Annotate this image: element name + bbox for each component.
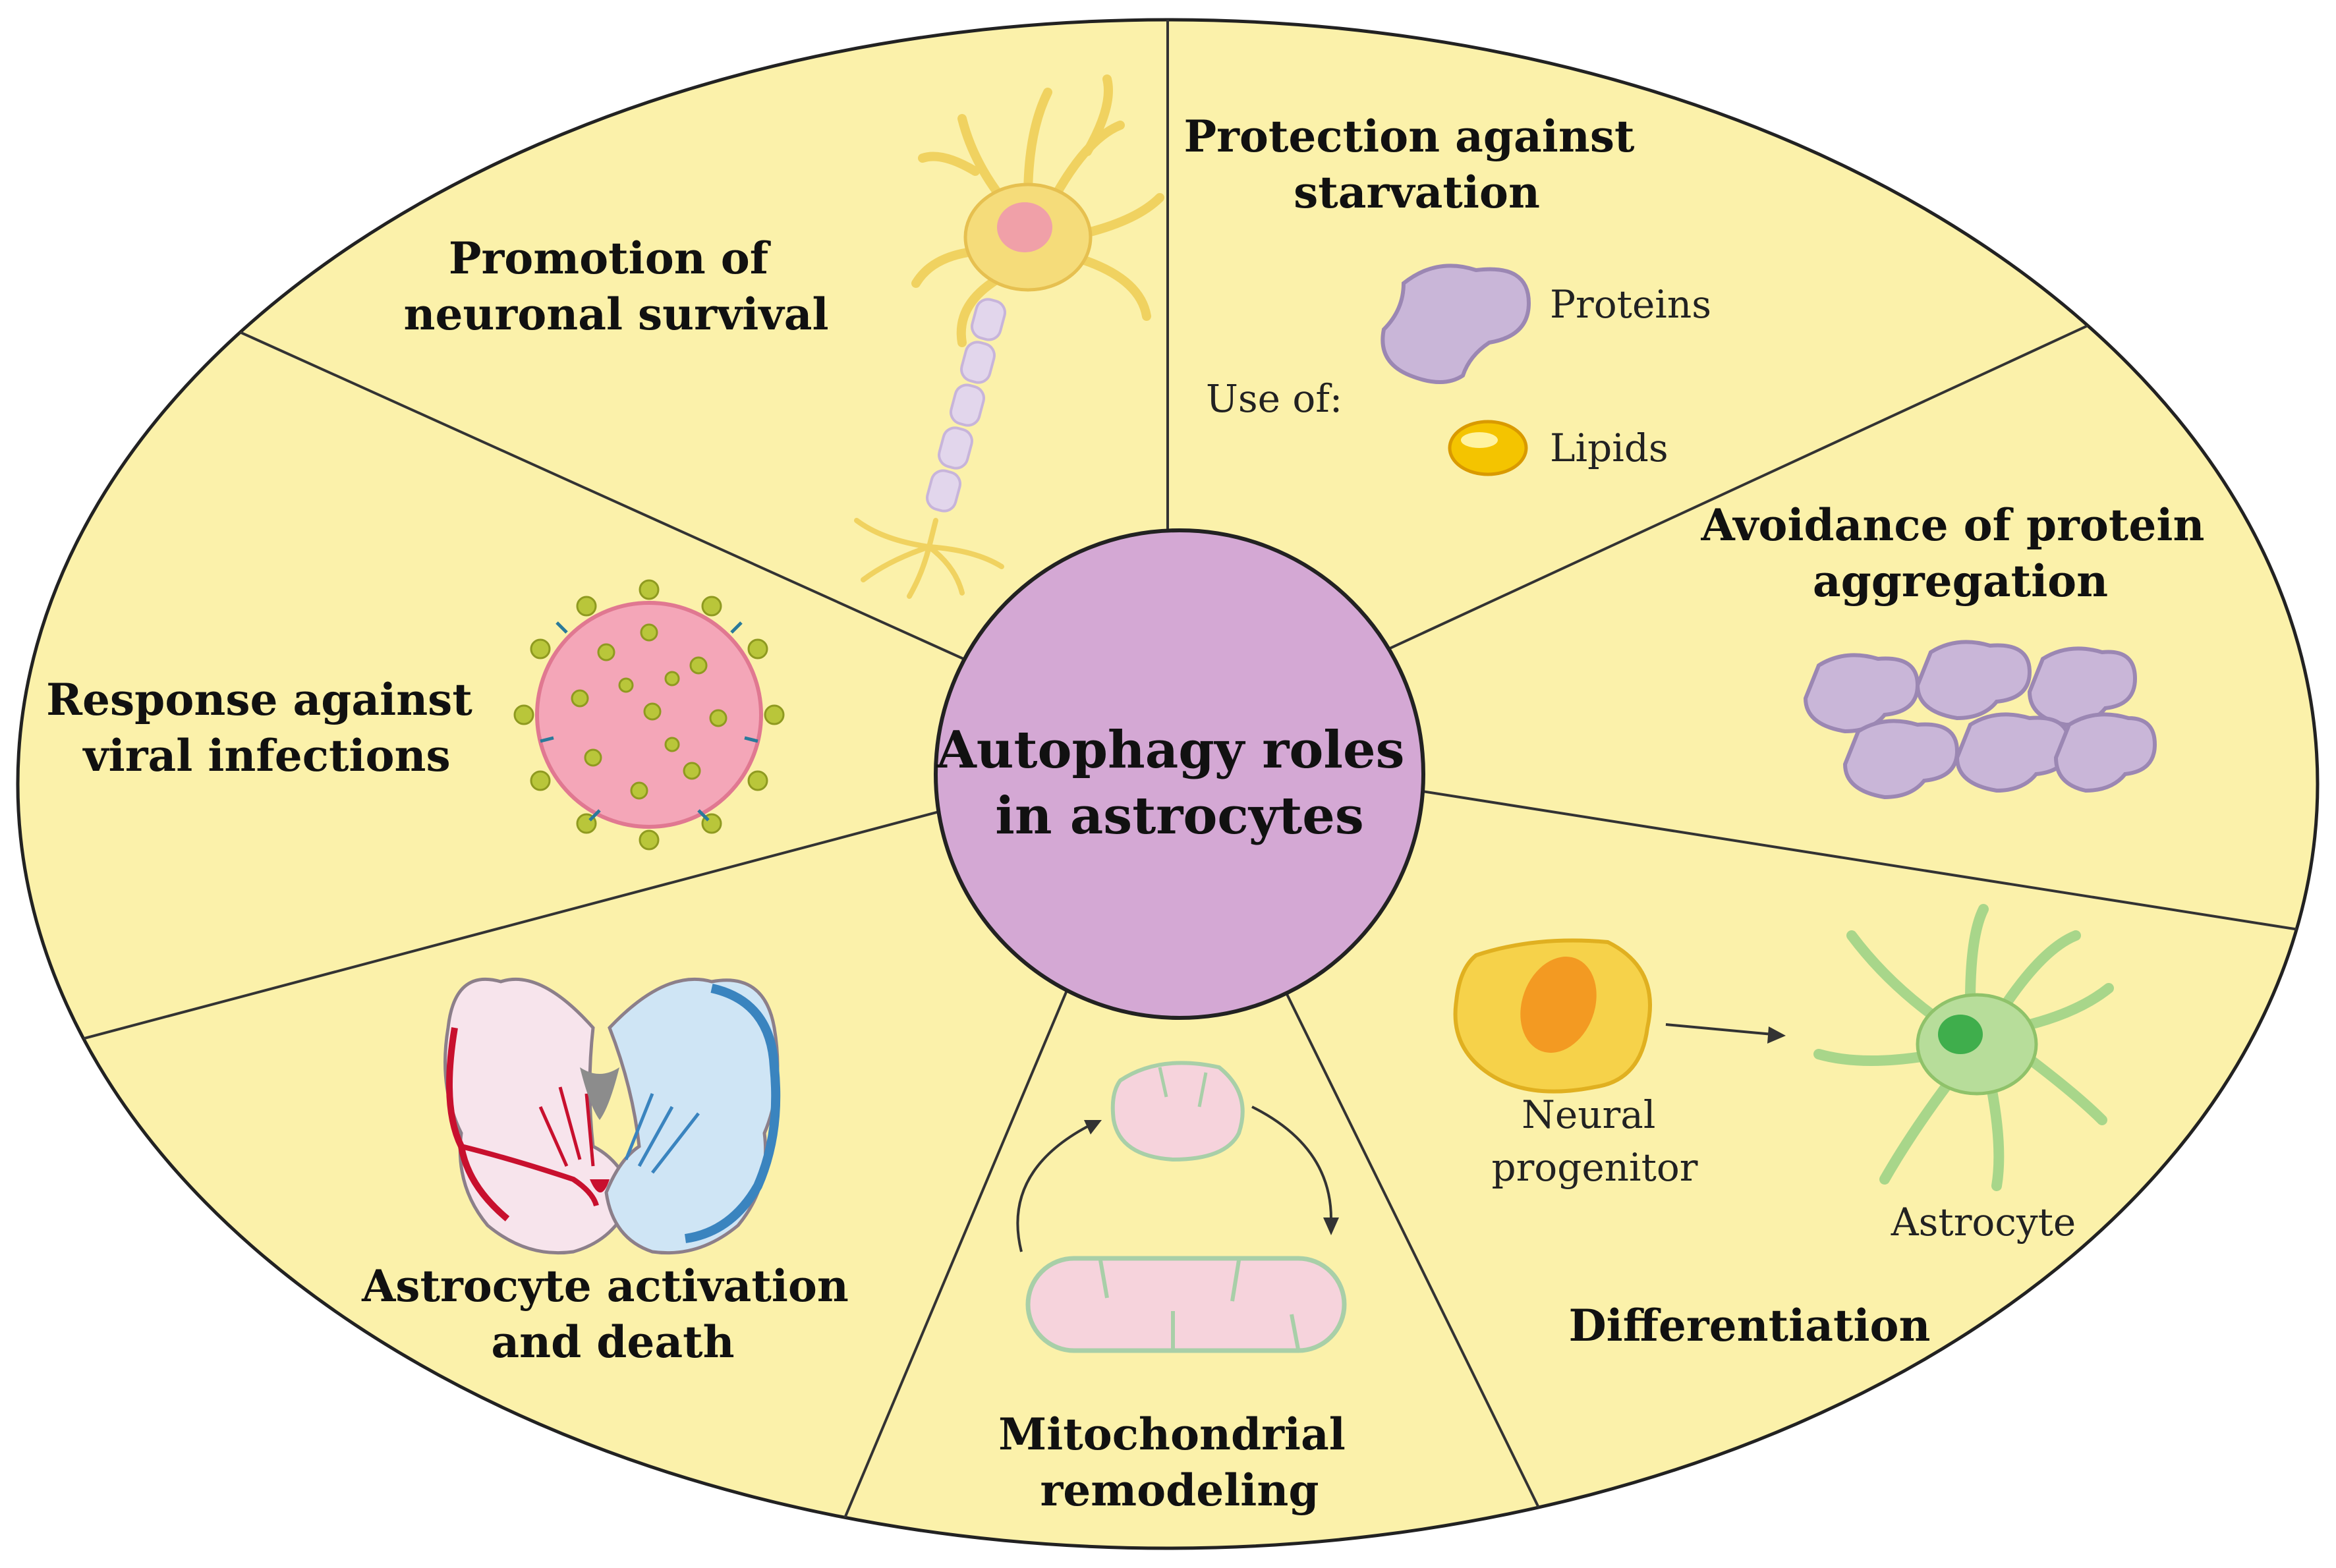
mitochondrion-large-icon	[1025, 1256, 1347, 1353]
astrocyte-icon	[1813, 904, 2114, 1191]
differentiation-arrow	[1665, 1023, 1786, 1044]
use-of-label: Use of:	[1206, 376, 1342, 421]
lipid-icon	[1448, 420, 1528, 476]
protein-aggregate-icon	[1803, 640, 2157, 800]
center-title-line-2: in astrocytes	[995, 786, 1363, 846]
neuron-icon	[854, 74, 1164, 599]
virus-icon	[513, 579, 785, 851]
viral-title: Response against viral infections	[46, 674, 488, 781]
astrocyte-label: Astrocyte	[1891, 1200, 2076, 1245]
proteins-label: Proteins	[1550, 282, 1711, 327]
center-title-line-1: Autophagy roles	[936, 720, 1404, 780]
mitochondrion-small-icon	[1110, 1061, 1245, 1162]
mitochondrial-title: Mitochondrial remodeling	[998, 1409, 1361, 1516]
arrow-head-left	[1084, 1120, 1102, 1134]
center-title: Autophagy roles in astrocytes	[936, 720, 1423, 846]
starvation-title: Protection against starvation	[1184, 111, 1650, 218]
brain-section-icon	[443, 977, 781, 1255]
lipid-highlight	[1461, 432, 1498, 448]
protein-aggregation-title: Avoidance of protein aggregation	[1701, 499, 2220, 607]
neural-progenitor-label: Neural progenitor	[1491, 1092, 1697, 1190]
neuronal-survival-title: Promotion of neuronal survival	[403, 233, 828, 340]
protein-icon	[1381, 264, 1531, 384]
lipids-label: Lipids	[1550, 426, 1668, 470]
neural-progenitor-icon	[1453, 938, 1652, 1094]
arrow-head-right	[1323, 1218, 1339, 1235]
activation-death-title: Astrocyte activation and death	[361, 1260, 864, 1368]
center-circle	[934, 528, 1425, 1020]
fusion-fission-arrows	[1016, 1106, 1332, 1252]
differentiation-title: Differentiation	[1568, 1300, 1930, 1351]
